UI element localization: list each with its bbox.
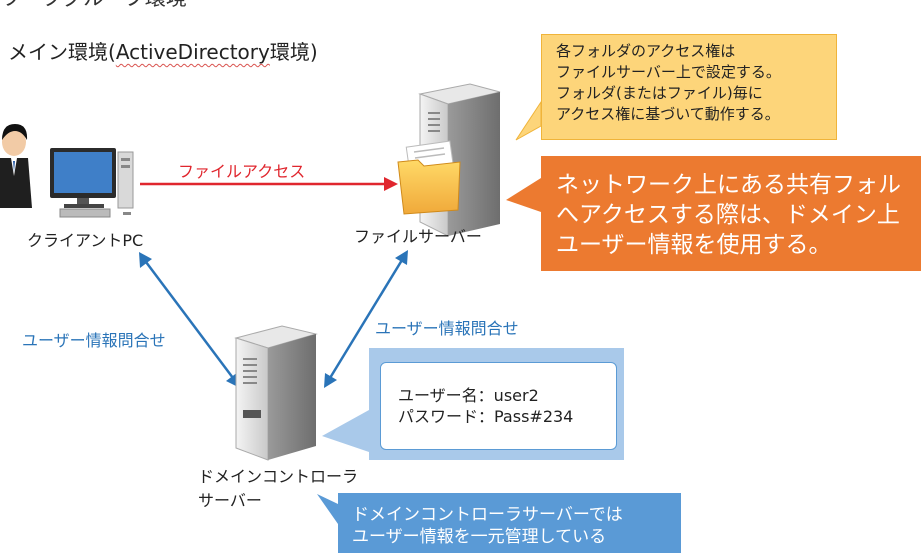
callout-line: ドメインコントローラサーバーでは [352, 505, 623, 525]
file-server-label: ファイルサーバー [354, 227, 482, 246]
client-pc-label: クライアントPC [27, 231, 144, 250]
page-title-partial: ワークグループ環境 [0, 0, 187, 9]
credentials-scroll [380, 362, 617, 450]
callout-line: ユーザー情報を一元管理している [352, 527, 607, 547]
callout-line: 各フォルダのアクセス権は [556, 42, 736, 60]
main-title-activedirectory: ActiveDirectory [115, 40, 270, 64]
user-query-arrow-right [324, 250, 408, 388]
client-pc-icon [50, 148, 134, 218]
dc-label-line2: サーバー [198, 491, 262, 510]
main-title: メイン環境(ActiveDirectory環境) [8, 36, 318, 65]
main-title-prefix: メイン環境( [8, 40, 116, 64]
credentials-username: ユーザー名：user2 [398, 386, 539, 405]
callout-line: アクセス権に基づいて動作する。 [556, 105, 780, 123]
folder-icon [397, 140, 461, 215]
file-access-label: ファイルアクセス [178, 162, 306, 181]
main-title-suffix: 環境) [269, 40, 318, 64]
callout-line: ファイルサーバー上で設定する。 [556, 63, 781, 81]
blue-panel-tail [322, 410, 369, 452]
file-access-arrow [140, 177, 398, 191]
bottom-callout-tail [317, 494, 338, 524]
person-icon [0, 124, 32, 208]
callout-line: へアクセスする際は、ドメイン上 [556, 202, 900, 228]
domain-controller-server-icon [234, 325, 318, 461]
credentials-text: ユーザー名：user2 パスワード：Pass#234 [398, 385, 573, 427]
central-management-callout: ドメインコントローラサーバーでは ユーザー情報を一元管理している [338, 493, 681, 553]
user-query-label-left: ユーザー情報問合せ [22, 331, 166, 350]
diagram-canvas [0, 83, 542, 524]
dc-label-line1: ドメインコントローラ [198, 467, 359, 486]
yellow-callout-tail [515, 100, 542, 141]
credentials-password: パスワード：Pass#234 [398, 407, 574, 426]
callout-line: フォルダ(またはファイル)毎に [556, 84, 763, 102]
access-rights-callout: 各フォルダのアクセス権は ファイルサーバー上で設定する。 フォルダ(またはファイ… [541, 34, 837, 140]
orange-callout-tail [506, 178, 541, 212]
callout-line: ネットワーク上にある共有フォル [556, 172, 901, 198]
domain-user-info-callout: ネットワーク上にある共有フォル へアクセスする際は、ドメイン上 ユーザー情報を使… [541, 156, 921, 271]
user-query-arrow-left [139, 252, 240, 388]
user-query-label-right: ユーザー情報問合せ [375, 319, 519, 338]
callout-line: ユーザー情報を使用する。 [556, 232, 832, 258]
